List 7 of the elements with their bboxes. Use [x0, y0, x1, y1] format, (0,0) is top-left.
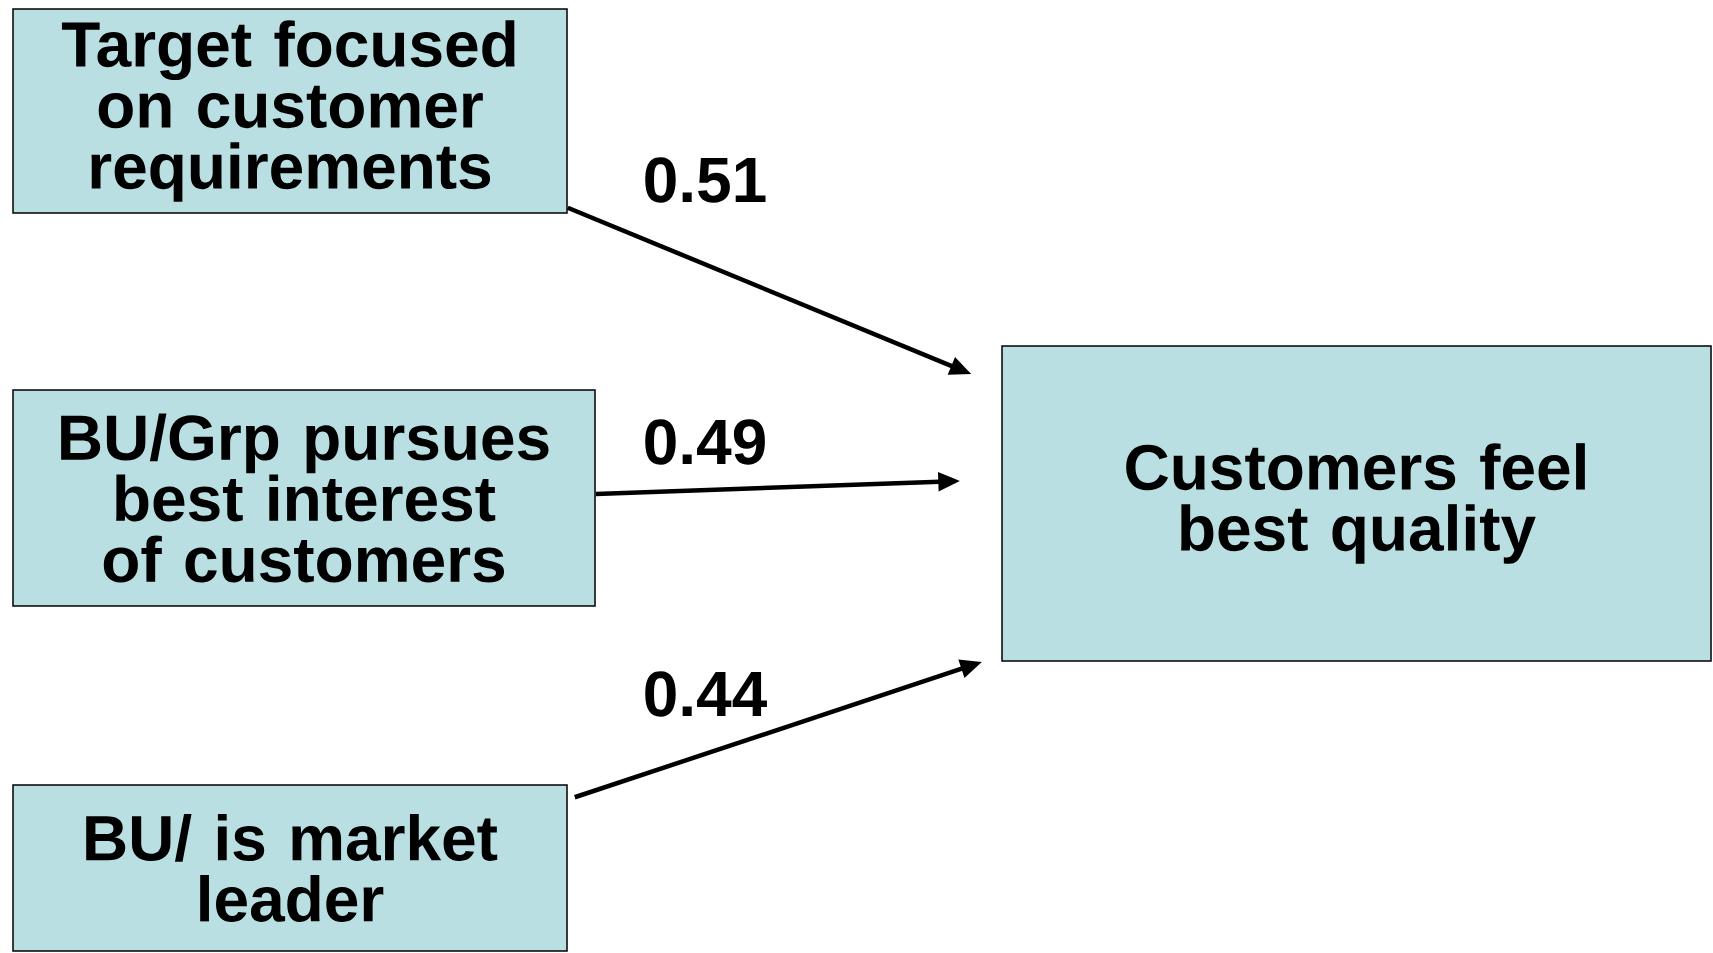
text-box: Target focused on customer requirements: [12, 8, 568, 214]
edge-label: 0.51: [645, 157, 766, 203]
edge-label: 0.49: [645, 419, 765, 465]
text-box: BU/Grp pursues best interest of customers: [12, 389, 596, 607]
edge-label: 0.44: [645, 671, 767, 717]
text-box: BU/ is market leader: [12, 784, 568, 952]
text-box: Customers feel best quality: [1001, 345, 1712, 662]
